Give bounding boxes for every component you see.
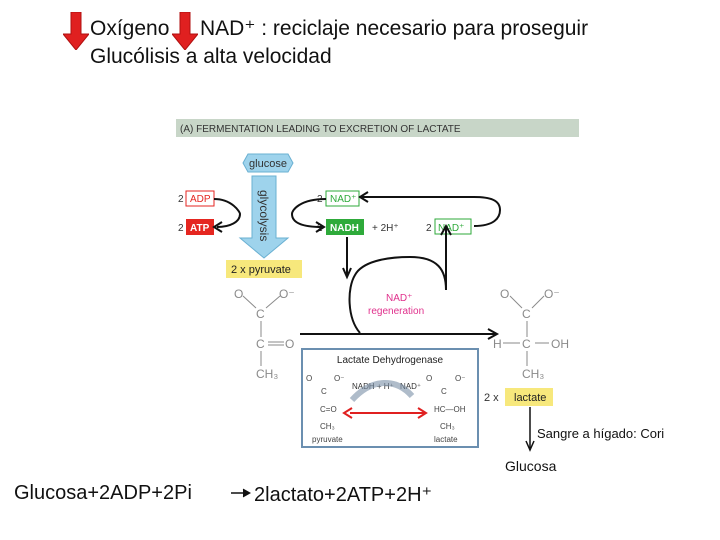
inset-pyruvate-o-minus: O⁻ (334, 374, 344, 383)
lactate-oh: OH (551, 337, 569, 351)
oxygen-down-arrow-icon (63, 12, 89, 50)
adp-atp-arrow (213, 198, 242, 228)
pyruvate-c1: C (256, 307, 265, 321)
nad-label: NAD⁺ (330, 194, 356, 205)
atp-label: ATP (190, 223, 210, 234)
lactate-coefficient: 2 x (484, 392, 499, 404)
heading-glycolysis-rate: Glucólisis a alta velocidad (90, 45, 332, 68)
inset-pyruvate-o: O (306, 374, 312, 383)
inset-pyruvate-ch3: CH₃ (320, 422, 335, 431)
lactate-box-label: lactate (514, 392, 546, 404)
nadh-label: NADH (330, 223, 359, 234)
glucose-label: glucose (249, 158, 287, 170)
pyruvate-ch3: CH₃ (256, 367, 278, 381)
equation-right: 2lactato+2ATP+2H⁺ (254, 484, 433, 506)
nad-recycle-loop (362, 196, 502, 227)
two-h-label: + 2H⁺ (372, 223, 399, 234)
adp-coefficient: 2 (178, 194, 184, 205)
lactate-ch3: CH₃ (522, 367, 544, 381)
blood-liver-cori-label: Sangre a hígado: Cori (537, 426, 665, 441)
inset-lactate-o-minus: O⁻ (455, 374, 465, 383)
lactate-c1: C (522, 307, 531, 321)
ldh-inset (301, 348, 479, 448)
atp-coefficient: 2 (178, 223, 184, 234)
nad2-label: NAD⁺ (438, 223, 464, 234)
nadh-box (326, 219, 364, 235)
glucose-box (242, 153, 294, 173)
inset-curve-arrow (349, 380, 415, 403)
glucosa-label: Glucosa (505, 458, 557, 474)
pyruvate-box (226, 260, 302, 278)
pyruvate-o2: O (285, 337, 294, 351)
pyruvate-o: O (234, 287, 243, 301)
ldh-title: Lactate Dehydrogenase (337, 355, 444, 366)
equation-left: Glucosa+2ADP+2Pi (14, 482, 192, 504)
regeneration-loop (348, 228, 447, 334)
inset-pyruvate-co: C=O (320, 405, 337, 414)
nad-nadh-arrow (290, 198, 327, 228)
atp-box (186, 219, 214, 235)
inset-pyruvate-c: C (321, 387, 327, 396)
inset-lactate-ch3: CH₃ (440, 422, 455, 431)
lactate-h: H (493, 337, 502, 351)
lactate-o: O (500, 287, 509, 301)
inset-lactate-o: O (426, 374, 432, 383)
pyruvate-c2: C (256, 337, 265, 351)
lactate-o-minus: O⁻ (544, 287, 560, 301)
lactate-box (505, 388, 553, 406)
inset-pyruvate-label: pyruvate (312, 435, 343, 444)
nad2-coefficient: 2 (426, 223, 432, 234)
heading-oxygen: Oxígeno (90, 17, 170, 40)
nad-down-arrow-icon (172, 12, 198, 50)
adp-label: ADP (190, 194, 211, 205)
nad-regeneration-line2: regeneration (368, 306, 424, 317)
inset-lactate-hcoh: HC—OH (434, 405, 466, 414)
glycolysis-arrow (238, 175, 290, 259)
inset-lactate-label: lactate (434, 435, 458, 444)
figure-banner (176, 119, 579, 137)
pyruvate-o-minus: O⁻ (279, 287, 295, 301)
figure-banner-text: (A) FERMENTATION LEADING TO EXCRETION OF… (180, 124, 461, 135)
inset-lactate-c: C (441, 387, 447, 396)
inset-nad: NAD⁺ (400, 382, 421, 391)
lactate-c2: C (522, 337, 531, 351)
pyruvate-box-label: 2 x pyruvate (231, 264, 291, 276)
heading-nad: NAD⁺ : reciclaje necesario para prosegui… (200, 17, 589, 40)
glycolysis-label: glycolysis (257, 190, 271, 241)
nad-regeneration-line1: NAD⁺ (386, 293, 412, 304)
